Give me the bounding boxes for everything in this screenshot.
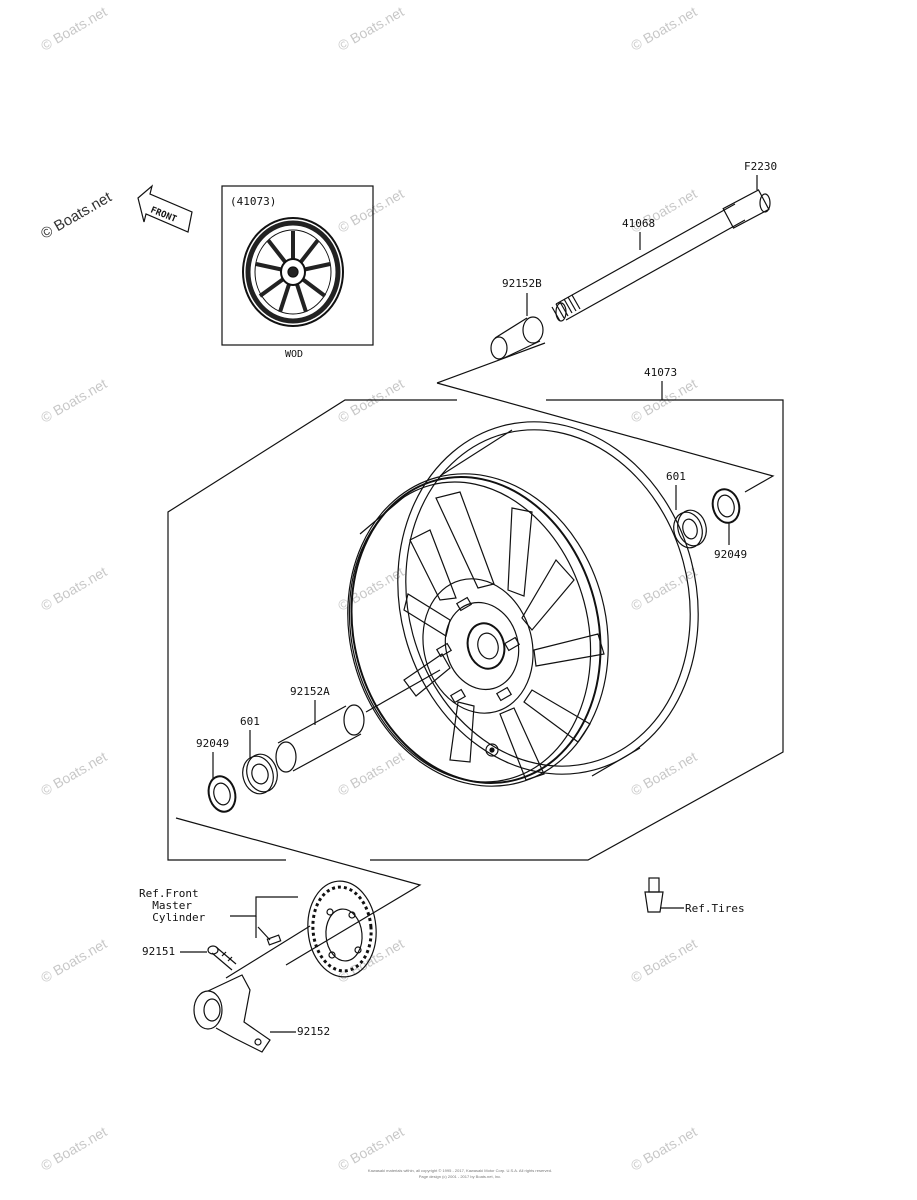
part-label-bearing-right[interactable]: 601 [666, 470, 686, 483]
copyright-line-2: Page design (c) 2001 - 2017 by Boats.net… [418, 1174, 502, 1179]
collar-a [275, 669, 441, 773]
part-label-sensor-bracket[interactable]: 92152 [297, 1025, 331, 1038]
ref-label-tires[interactable]: Ref.Tires [685, 902, 745, 915]
seal-right [711, 488, 741, 524]
wheel-spokes [403, 491, 605, 781]
assembly-frame [167, 399, 457, 861]
part-label-seal-right[interactable]: 92049 [714, 548, 748, 561]
ref-label-master-cylinder[interactable]: Ref.Front Master Cylinder [139, 887, 206, 924]
part-label-wheel-assembly[interactable]: 41073 [644, 366, 678, 379]
copyright-line-1: Kawasaki materials within, all copyright… [367, 1168, 553, 1173]
inset-label: (41073) [230, 195, 276, 208]
inset-box [221, 185, 374, 346]
part-label-collar-a[interactable]: 92152A [290, 685, 330, 698]
brake-disc [225, 880, 377, 979]
screw [257, 926, 282, 946]
collar-b [490, 316, 544, 360]
axle [551, 189, 771, 322]
copyright-notice: Kawasaki materials within, all copyright… [330, 1168, 590, 1180]
part-label-axle[interactable]: 41068 [622, 217, 656, 230]
inset-caption: WOD [285, 349, 303, 360]
front-arrow-icon: FRONT [137, 184, 193, 233]
figure-code: F2230 [744, 160, 778, 173]
wheel-rim [347, 421, 699, 787]
part-label-bolt[interactable]: 92151 [142, 945, 176, 958]
bearing-right [673, 509, 707, 549]
part-label-seal-left[interactable]: 92049 [196, 737, 230, 750]
seal-left [207, 775, 237, 813]
bearing-left [242, 753, 278, 795]
inset-wheel-image [242, 217, 344, 327]
part-label-bearing-left[interactable]: 601 [240, 715, 260, 728]
wheel-hub [422, 578, 534, 757]
tire-valve [644, 877, 684, 913]
sensor-bracket [193, 974, 296, 1053]
part-label-collar-b[interactable]: 92152B [502, 277, 542, 290]
bolt [180, 945, 237, 971]
